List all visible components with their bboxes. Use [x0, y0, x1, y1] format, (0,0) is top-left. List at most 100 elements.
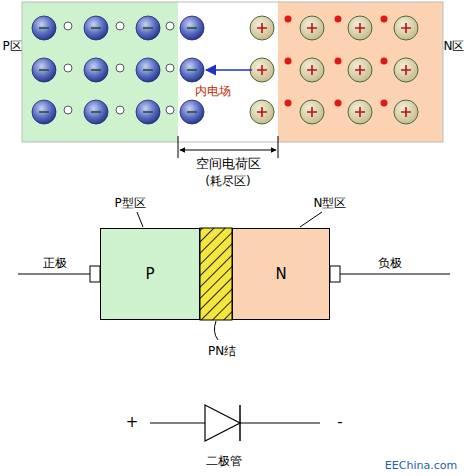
hole [116, 106, 124, 114]
minus-sign [187, 27, 197, 29]
donor-ion [348, 58, 372, 82]
plus-sign [355, 23, 365, 33]
lead-wire [340, 274, 450, 275]
terminal [90, 266, 100, 282]
donor-ion [394, 58, 418, 82]
acceptor-ion [84, 58, 108, 82]
minus-sign [91, 27, 101, 29]
electron [381, 100, 388, 107]
acceptor-ion [32, 16, 56, 40]
hole [166, 64, 174, 72]
donor-ion [250, 16, 274, 40]
plus-sign [355, 107, 365, 117]
part-label: PN结 [208, 344, 236, 358]
polarity-sign: + [126, 413, 139, 431]
region-letter: P [145, 265, 154, 283]
electron [381, 58, 388, 65]
part-label: N型区 [314, 196, 347, 210]
bracket-line [180, 150, 276, 151]
donor-ion [300, 58, 324, 82]
diode-triangle [205, 405, 240, 441]
leader-line [214, 321, 218, 340]
hole [166, 22, 174, 30]
electron [285, 16, 292, 23]
n-region [278, 2, 443, 142]
minus-sign [39, 111, 49, 113]
symbol-label: 二极管 [206, 454, 242, 468]
acceptor-ion [32, 58, 56, 82]
terminal [330, 266, 340, 282]
plus-sign [307, 107, 317, 117]
bracket-tick [178, 136, 179, 158]
acceptor-ion [84, 16, 108, 40]
leader-line [300, 212, 322, 227]
plus-sign [307, 23, 317, 33]
p-region [22, 2, 178, 142]
panel-frame [22, 2, 443, 142]
plus-sign [401, 23, 411, 33]
n-type-block: N [232, 228, 330, 320]
donor-ion [394, 16, 418, 40]
donor-ion [250, 58, 274, 82]
plus-sign [401, 65, 411, 75]
minus-sign [143, 27, 153, 29]
acceptor-ion [136, 58, 160, 82]
minus-sign [187, 69, 197, 71]
electron [335, 100, 342, 107]
acceptor-ion [136, 16, 160, 40]
region-label: P区 [2, 39, 21, 53]
plus-sign [401, 107, 411, 117]
acceptor-ion [180, 16, 204, 40]
region-letter: N [275, 265, 286, 283]
minus-sign [91, 111, 101, 113]
minus-sign [39, 69, 49, 71]
field-label: 内电场 [195, 84, 231, 98]
bracket-label: (耗尽区) [205, 174, 250, 188]
minus-sign [143, 111, 153, 113]
acceptor-ion [84, 100, 108, 124]
hole [64, 64, 72, 72]
donor-ion [250, 100, 274, 124]
acceptor-ion [180, 100, 204, 124]
pn-junction [200, 228, 232, 320]
donor-ion [300, 16, 324, 40]
minus-sign [39, 27, 49, 29]
terminal-label: 正极 [43, 256, 67, 270]
plus-sign [355, 65, 365, 75]
field-arrow [206, 69, 252, 71]
plus-sign [257, 23, 267, 33]
acceptor-ion [180, 58, 204, 82]
part-label: P型区 [114, 196, 145, 210]
electron [335, 58, 342, 65]
donor-ion [348, 100, 372, 124]
hole [64, 106, 72, 114]
minus-sign [91, 69, 101, 71]
plus-sign [257, 107, 267, 117]
lead-wire [18, 274, 90, 275]
region-label: N区 [444, 39, 465, 53]
donor-ion [394, 100, 418, 124]
acceptor-ion [136, 100, 160, 124]
diode-bar [239, 405, 241, 441]
minus-sign [187, 111, 197, 113]
bracket-label: 空间电荷区 [196, 156, 261, 172]
electron [285, 58, 292, 65]
bracket-tick [278, 136, 279, 158]
hole [166, 106, 174, 114]
p-type-block: P [100, 228, 200, 320]
watermark: EEChina.com [385, 459, 457, 472]
leader-line [137, 212, 143, 227]
donor-ion [348, 16, 372, 40]
hole [116, 64, 124, 72]
electron [285, 100, 292, 107]
hole [116, 22, 124, 30]
terminal-label: 负极 [378, 256, 402, 270]
electron [381, 16, 388, 23]
acceptor-ion [32, 100, 56, 124]
depletion-region [178, 2, 278, 142]
plus-sign [307, 65, 317, 75]
hole [64, 22, 72, 30]
minus-sign [143, 69, 153, 71]
plus-sign [257, 65, 267, 75]
